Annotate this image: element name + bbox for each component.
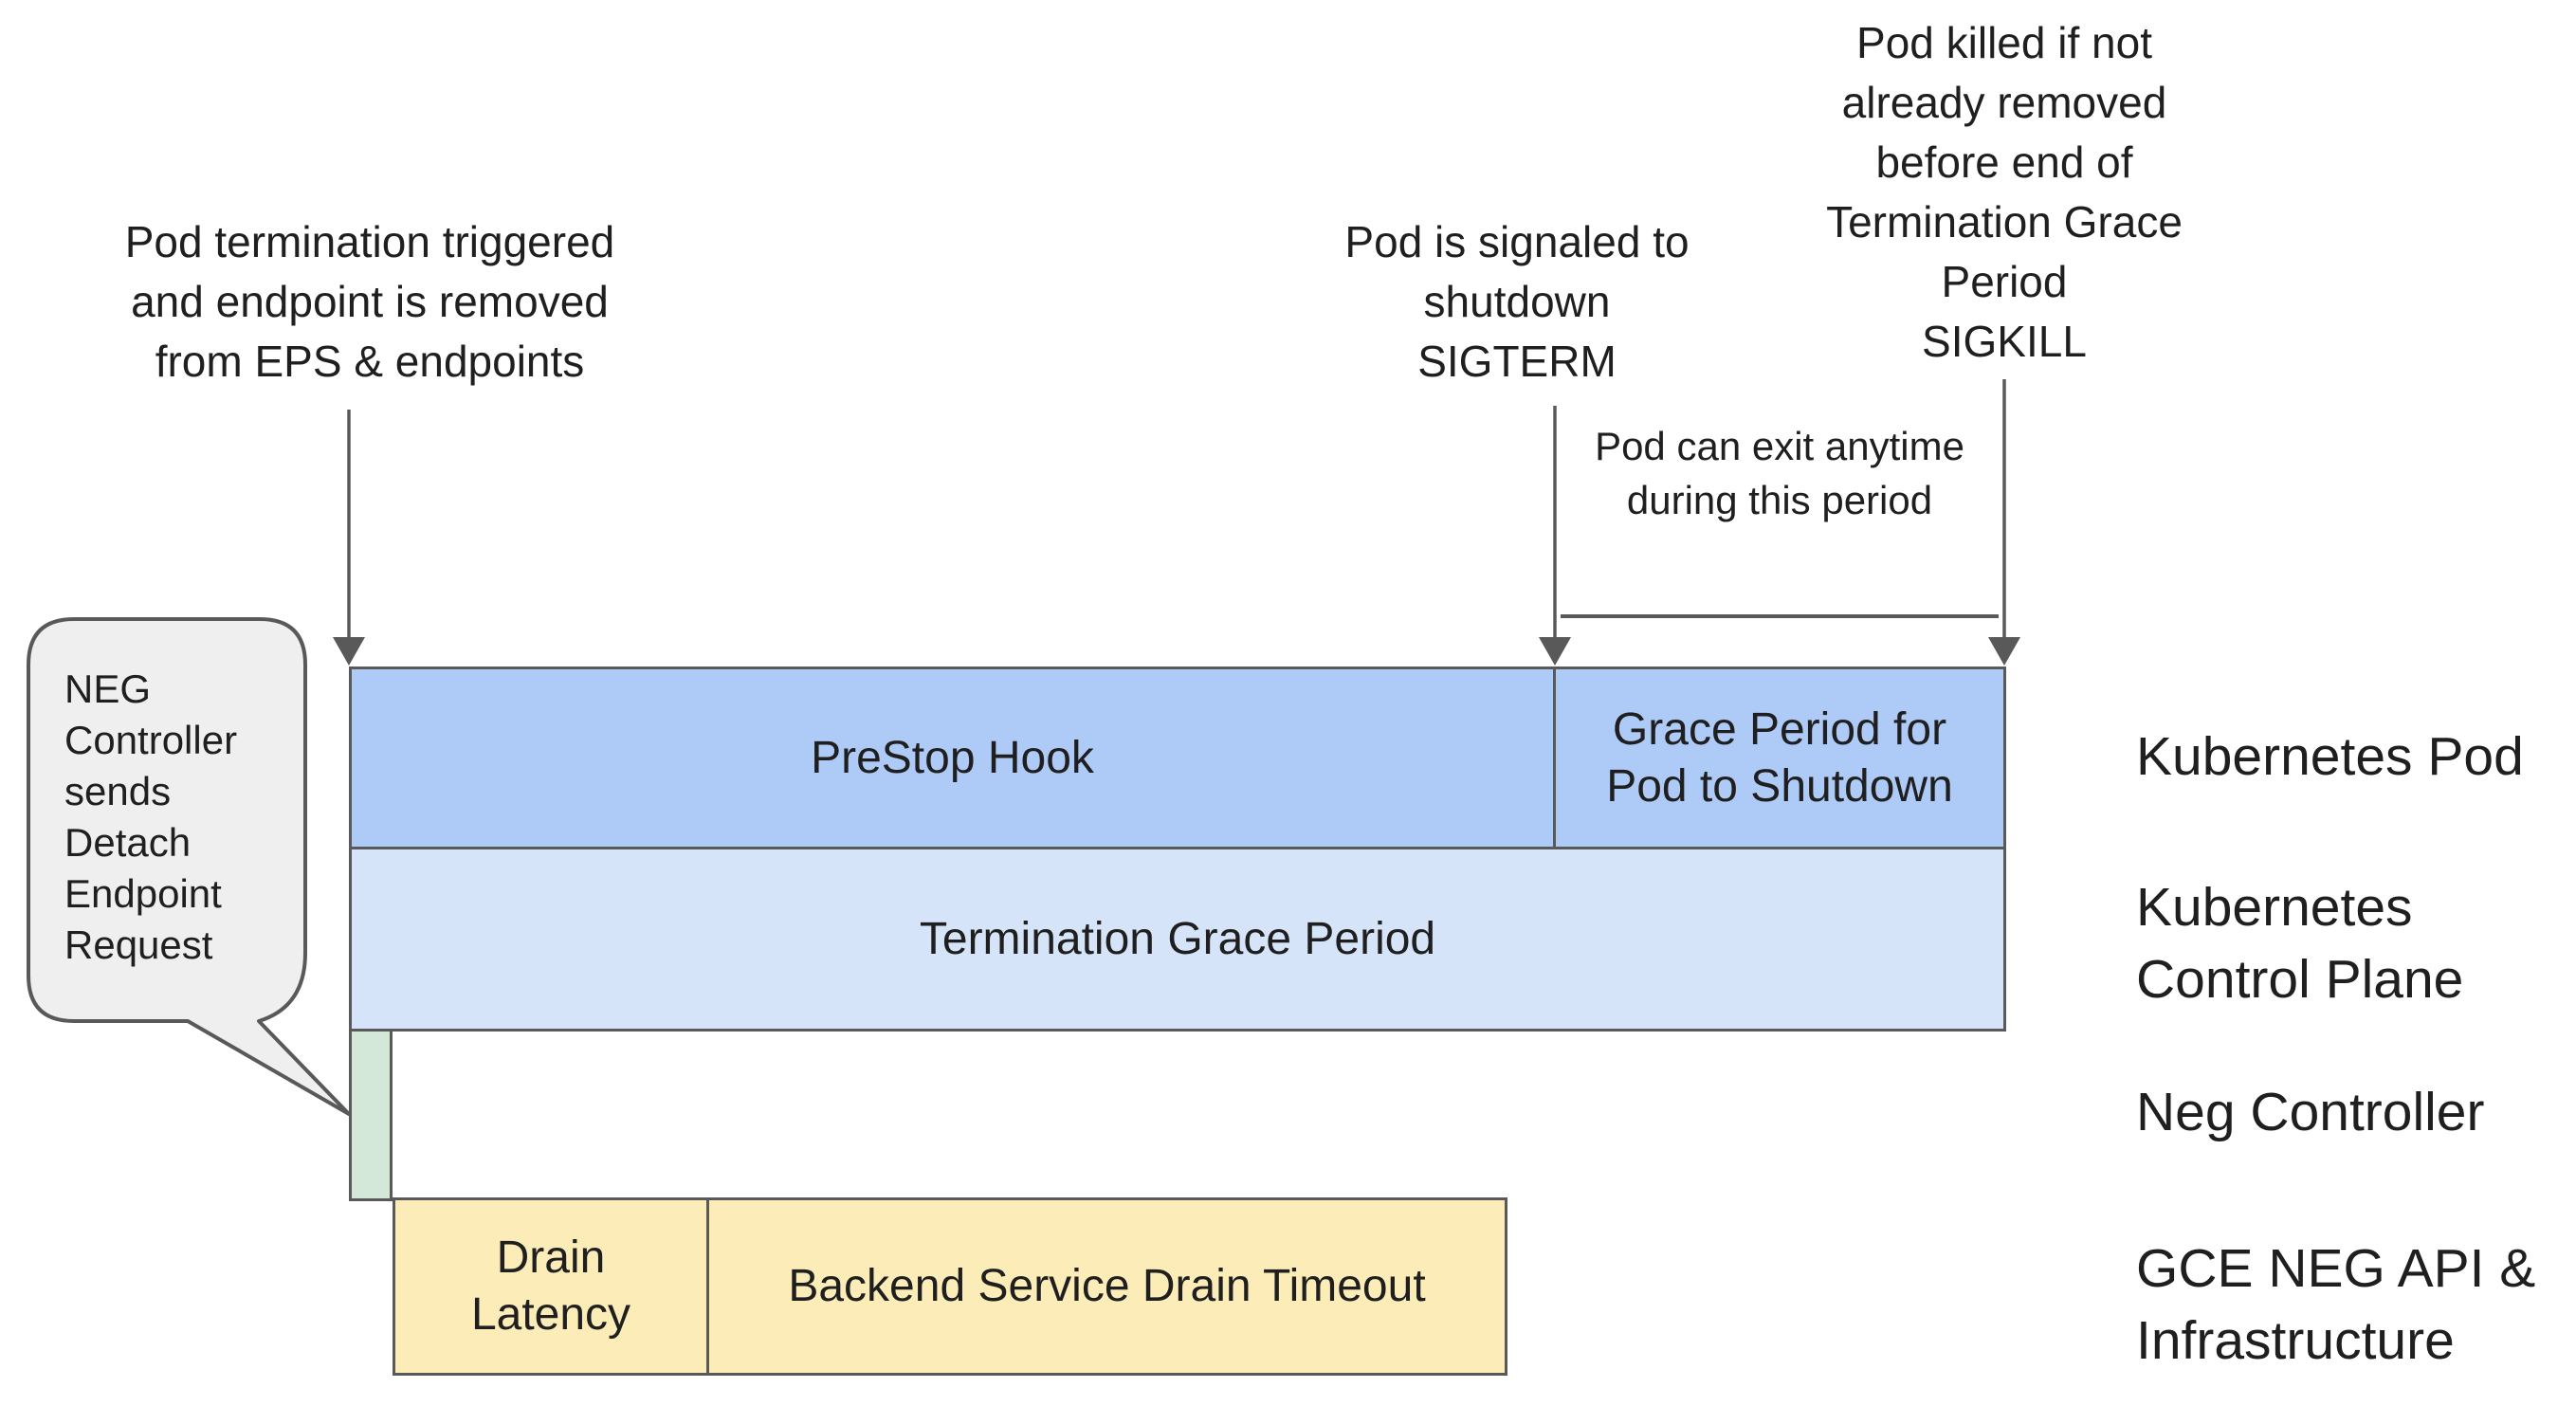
annotation-exit-period: Pod can exit anytime during this period	[1595, 419, 1964, 527]
bubble-line: Request	[64, 922, 213, 967]
bar-grace-period-shutdown: Grace Period for Pod to Shutdown	[1553, 666, 2006, 849]
annotation-line: Pod is signaled to	[1344, 217, 1690, 266]
bubble-line: Controller	[64, 718, 238, 762]
bar-label: Termination Grace Period	[919, 913, 1436, 964]
lane-label-line: GCE NEG API &	[2136, 1238, 2536, 1299]
annotation-line: from EPS & endpoints	[155, 337, 585, 386]
lane-label-kubernetes-control-plane: Kubernetes Control Plane	[2136, 871, 2463, 1015]
lane-label-line: Neg Controller	[2136, 1082, 2485, 1142]
annotation-line: Period	[1941, 257, 2068, 306]
lane-label-line: Kubernetes	[2136, 877, 2413, 938]
annotation-line: Pod killed if not	[1856, 18, 2152, 67]
lane-label-line: Control Plane	[2136, 949, 2464, 1010]
annotation-line: before end of	[1875, 137, 2133, 187]
annotation-line: SIGKILL	[1922, 317, 2087, 366]
annotation-line: and endpoint is removed	[131, 277, 609, 326]
pod-termination-arrowhead-icon	[333, 637, 365, 666]
bar-label: PreStop Hook	[811, 732, 1094, 783]
sigkill-arrowhead-icon	[1988, 637, 2020, 666]
annotation-sigkill: Pod killed if not already removed before…	[1826, 13, 2183, 372]
bar-label: Grace Period for	[1612, 703, 1947, 755]
sigterm-arrowhead-icon	[1539, 637, 1571, 666]
bubble-line: NEG	[64, 666, 152, 711]
annotation-pod-termination: Pod termination triggered and endpoint i…	[125, 212, 615, 392]
annotation-line: Pod can exit anytime	[1595, 424, 1964, 468]
lane-label-gce-neg-api: GCE NEG API & Infrastructure	[2136, 1233, 2535, 1377]
annotation-line: Pod termination triggered	[124, 217, 615, 266]
bubble-line: sends	[64, 769, 172, 813]
bar-label: Drain	[496, 1233, 606, 1283]
bar-drain-latency: Drain Latency	[393, 1197, 709, 1376]
annotation-line: already removed	[1841, 78, 2167, 127]
lane-label-neg-controller: Neg Controller	[2136, 1076, 2485, 1148]
bar-label: Pod to Shutdown	[1606, 760, 1953, 812]
neg-bubble-text: NEG Controller sends Detach Endpoint Req…	[64, 664, 237, 971]
annotation-sigterm: Pod is signaled to shutdown SIGTERM	[1344, 212, 1689, 392]
bubble-line: Detach	[64, 820, 192, 865]
bubble-line: Endpoint	[64, 871, 222, 916]
bar-neg-detach-request	[349, 1029, 393, 1201]
bar-backend-service-drain-timeout: Backend Service Drain Timeout	[706, 1197, 1507, 1376]
annotation-line: during this period	[1626, 478, 1933, 522]
lane-label-kubernetes-pod: Kubernetes Pod	[2136, 721, 2524, 793]
bar-label: Latency	[470, 1289, 631, 1340]
bar-label: Backend Service Drain Timeout	[788, 1261, 1426, 1311]
bar-termination-grace-period: Termination Grace Period	[349, 847, 2006, 1032]
lane-label-line: Infrastructure	[2136, 1310, 2455, 1371]
lane-label-line: Kubernetes Pod	[2136, 726, 2524, 787]
annotation-line: SIGTERM	[1417, 337, 1617, 386]
bar-prestop-hook: PreStop Hook	[349, 666, 1556, 849]
annotation-line: Termination Grace	[1826, 197, 2183, 247]
annotation-line: shutdown	[1423, 277, 1611, 326]
